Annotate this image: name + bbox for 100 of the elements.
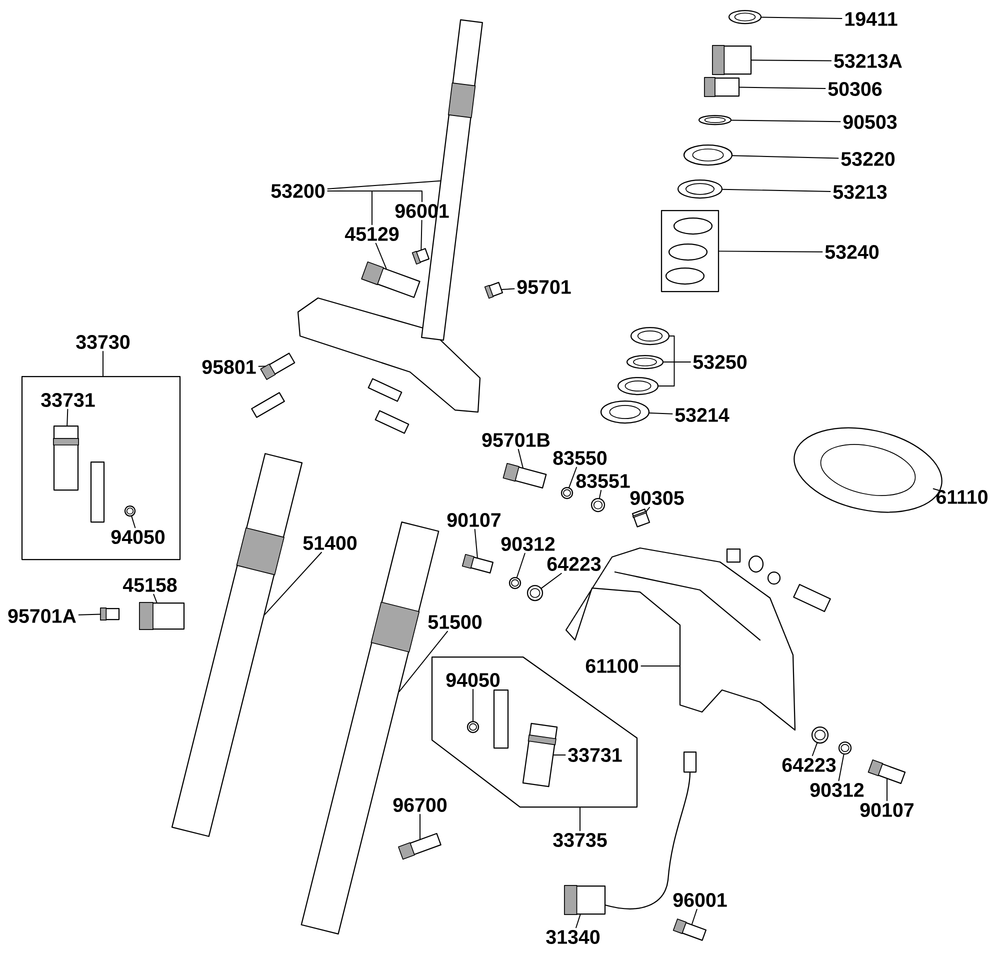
part-number: 61110: [936, 490, 988, 504]
part-number: 90107: [447, 513, 500, 527]
leader-line: [375, 242, 387, 270]
bolt: [672, 918, 707, 941]
seal-ring: [677, 179, 723, 199]
part-number: 95701A: [8, 609, 76, 623]
part-number: 94050: [111, 530, 165, 544]
part-number: 90312: [501, 537, 555, 551]
bearing-ring: [630, 326, 670, 346]
leader-line: [751, 60, 832, 62]
bolt: [484, 282, 504, 299]
grommet: [590, 498, 606, 512]
bolt: [412, 248, 430, 265]
part-number: 51500: [428, 615, 482, 629]
grommet: [526, 584, 544, 602]
bolt: [260, 352, 296, 380]
kit-box: [21, 376, 181, 560]
part-number: 53214: [675, 408, 730, 422]
leader-line: [812, 742, 818, 756]
ball-retainer: [626, 354, 664, 370]
leader-line: [327, 190, 372, 226]
part-number: 53250: [693, 355, 747, 369]
leader-line: [258, 366, 266, 367]
grommet: [811, 726, 829, 744]
collar: [838, 741, 852, 755]
leader-line: [568, 466, 578, 488]
leader-line: [718, 250, 823, 252]
part-number: 83551: [576, 474, 630, 488]
part-number: 45158: [122, 578, 177, 592]
leader-line: [731, 120, 841, 122]
part-number: 33735: [553, 833, 607, 847]
bearing-set-box: [660, 210, 720, 292]
part-number: 53240: [825, 245, 879, 259]
part-number: 90503: [843, 115, 897, 129]
part-number: 51400: [303, 536, 357, 550]
part-number: 53213A: [834, 54, 902, 68]
leader-line: [646, 506, 650, 512]
part-number: 90312: [810, 783, 864, 797]
part-number: 45129: [344, 227, 399, 241]
lock-nut: [704, 77, 740, 97]
leader-line: [78, 614, 101, 616]
leader-line: [501, 288, 515, 290]
leader-line: [327, 180, 441, 190]
part-number: 90107: [860, 803, 914, 817]
leader-line: [886, 778, 888, 802]
part-number: 94050: [446, 673, 500, 687]
part-number: 95701B: [482, 433, 550, 447]
part-number: 33731: [568, 748, 622, 762]
leader-line: [722, 188, 831, 192]
dust-cap: [728, 10, 762, 24]
bolt: [100, 608, 120, 620]
pad-plate: [53, 425, 79, 491]
bolt: [398, 832, 442, 860]
part-number: 64223: [782, 758, 836, 772]
part-number: 83550: [553, 451, 607, 465]
leader-line: [761, 16, 842, 20]
seal-cone: [712, 45, 752, 75]
leader-line: [691, 908, 698, 925]
leader-line: [553, 754, 566, 756]
leader-line: [598, 490, 602, 499]
leader-line: [576, 914, 581, 928]
leader-line: [398, 630, 448, 692]
part-number: 96001: [673, 893, 727, 907]
part-number: 96700: [393, 798, 447, 812]
part-number: 53220: [841, 152, 895, 166]
part-number: 95801: [202, 360, 256, 374]
bearing-race: [683, 144, 733, 166]
leader-line: [649, 412, 673, 414]
leader-line: [838, 754, 844, 782]
leader-line: [472, 688, 474, 722]
bolt: [868, 759, 906, 784]
part-number: 19411: [845, 12, 898, 26]
leader-line: [732, 155, 839, 159]
part-number: 53213: [833, 185, 887, 199]
leader-line: [153, 594, 158, 603]
washer: [698, 114, 732, 126]
leader-line: [474, 528, 478, 558]
leader-line: [932, 488, 941, 492]
leader-line: [516, 552, 526, 578]
leader-line: [518, 448, 524, 468]
speed-sensor: [564, 885, 606, 915]
part-number: 90305: [630, 491, 684, 505]
part-number: 53200: [271, 184, 325, 198]
leader-line: [739, 86, 826, 90]
part-number: 95701: [517, 280, 571, 294]
nut: [466, 720, 480, 734]
leader-line: [264, 552, 322, 616]
clamp-bracket: [361, 261, 420, 298]
part-number: 33730: [76, 335, 130, 349]
seal-ring: [600, 400, 650, 424]
bolt: [502, 462, 547, 488]
leader-line: [102, 350, 104, 376]
bearing-ring: [617, 376, 659, 396]
leader-line: [66, 408, 68, 426]
nut: [124, 505, 136, 517]
sensor-bracket: [139, 602, 185, 630]
brake-pad: [522, 722, 558, 788]
leader-line: [131, 516, 136, 528]
leader-line: [540, 572, 562, 589]
part-number: 31340: [546, 930, 600, 944]
